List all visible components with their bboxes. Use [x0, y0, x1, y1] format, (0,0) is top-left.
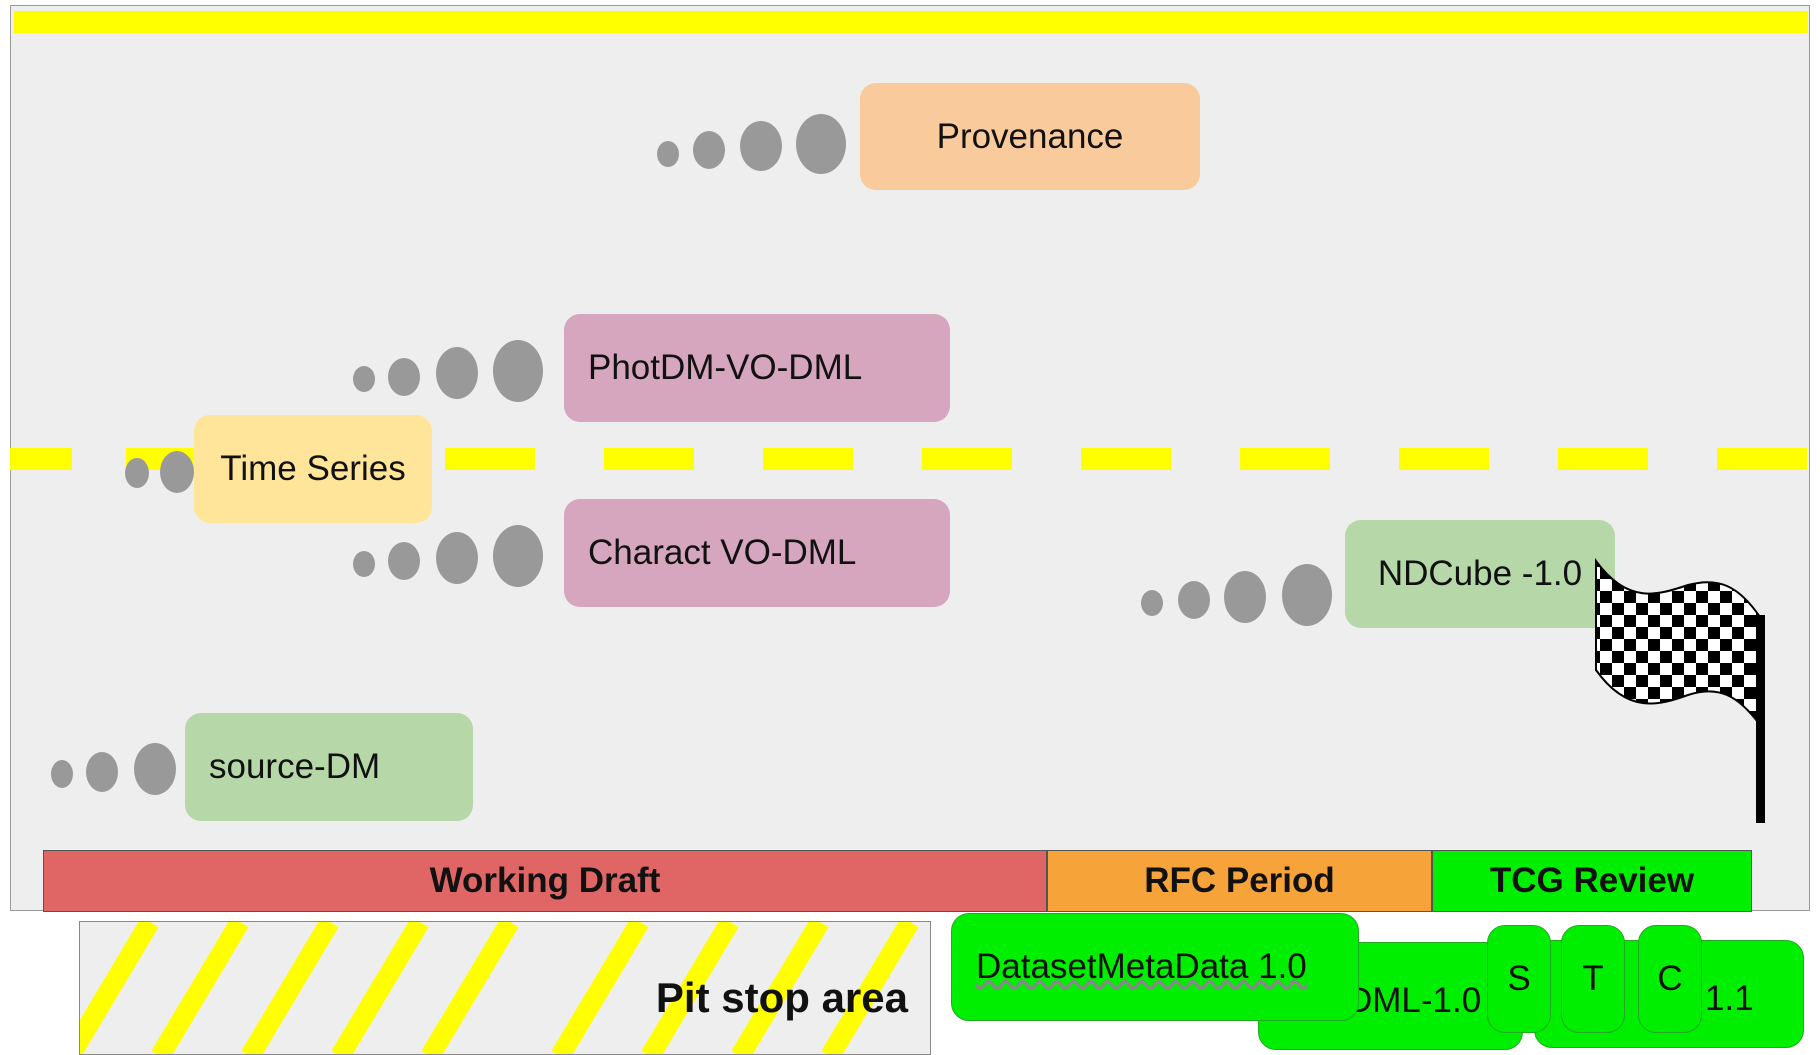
hazard-stripes-icon	[80, 922, 919, 1054]
lane-dash	[1399, 448, 1489, 470]
pit-stop-area: Pit stop area	[79, 921, 931, 1055]
card-label: DatasetMetaData 1.0	[976, 947, 1307, 986]
finished-card-c[interactable]: C	[1638, 925, 1702, 1033]
stage-working-draft: Working Draft	[43, 850, 1047, 912]
charact-card[interactable]: Charact VO-DML	[564, 499, 950, 607]
lane-dash	[763, 448, 853, 470]
card-label: S	[1507, 959, 1531, 998]
time-series-card[interactable]: Time Series	[194, 415, 432, 523]
stage-label: Working Draft	[429, 861, 661, 900]
source-dm-card[interactable]: source-DM	[185, 713, 473, 821]
card-label: C	[1657, 959, 1683, 998]
stage-rfc-period: RFC Period	[1047, 850, 1432, 912]
stage-label: RFC Period	[1144, 861, 1335, 900]
finished-card-s[interactable]: S	[1487, 925, 1551, 1033]
card-label: Provenance	[936, 116, 1124, 156]
lane-dash	[445, 448, 535, 470]
lane-dash	[922, 448, 1012, 470]
card-label: PhotDM-VO-DML	[588, 348, 863, 387]
pit-stop-label: Pit stop area	[655, 974, 908, 1021]
lane-dash	[604, 448, 694, 470]
finished-card-t[interactable]: T	[1561, 925, 1625, 1033]
card-label: NDCube -1.0	[1377, 554, 1583, 593]
lane-dash	[1240, 448, 1330, 470]
checkered-flag-icon	[1595, 557, 1765, 823]
lane-dash	[1717, 448, 1807, 470]
lane-dash	[1081, 448, 1171, 470]
stage-tcg-review: TCG Review	[1432, 850, 1752, 912]
dataset-metadata-card[interactable]: DatasetMetaData 1.0	[951, 913, 1359, 1021]
provenance-card[interactable]: Provenance	[860, 83, 1200, 190]
card-label: T	[1582, 959, 1604, 998]
card-label: Time Series	[220, 449, 406, 488]
lane-dash	[10, 448, 72, 470]
stage-label: TCG Review	[1489, 861, 1695, 900]
card-label: Charact VO-DML	[588, 533, 857, 572]
top-lane-line	[14, 11, 1808, 33]
photdm-card[interactable]: PhotDM-VO-DML	[564, 314, 950, 422]
lane-dash	[1558, 448, 1648, 470]
card-label: DML-1.0	[1347, 981, 1482, 1020]
card-label: source-DM	[209, 747, 381, 786]
card-label: 1.1	[1705, 979, 1754, 1018]
ndcube-card[interactable]: NDCube -1.0	[1345, 520, 1615, 628]
